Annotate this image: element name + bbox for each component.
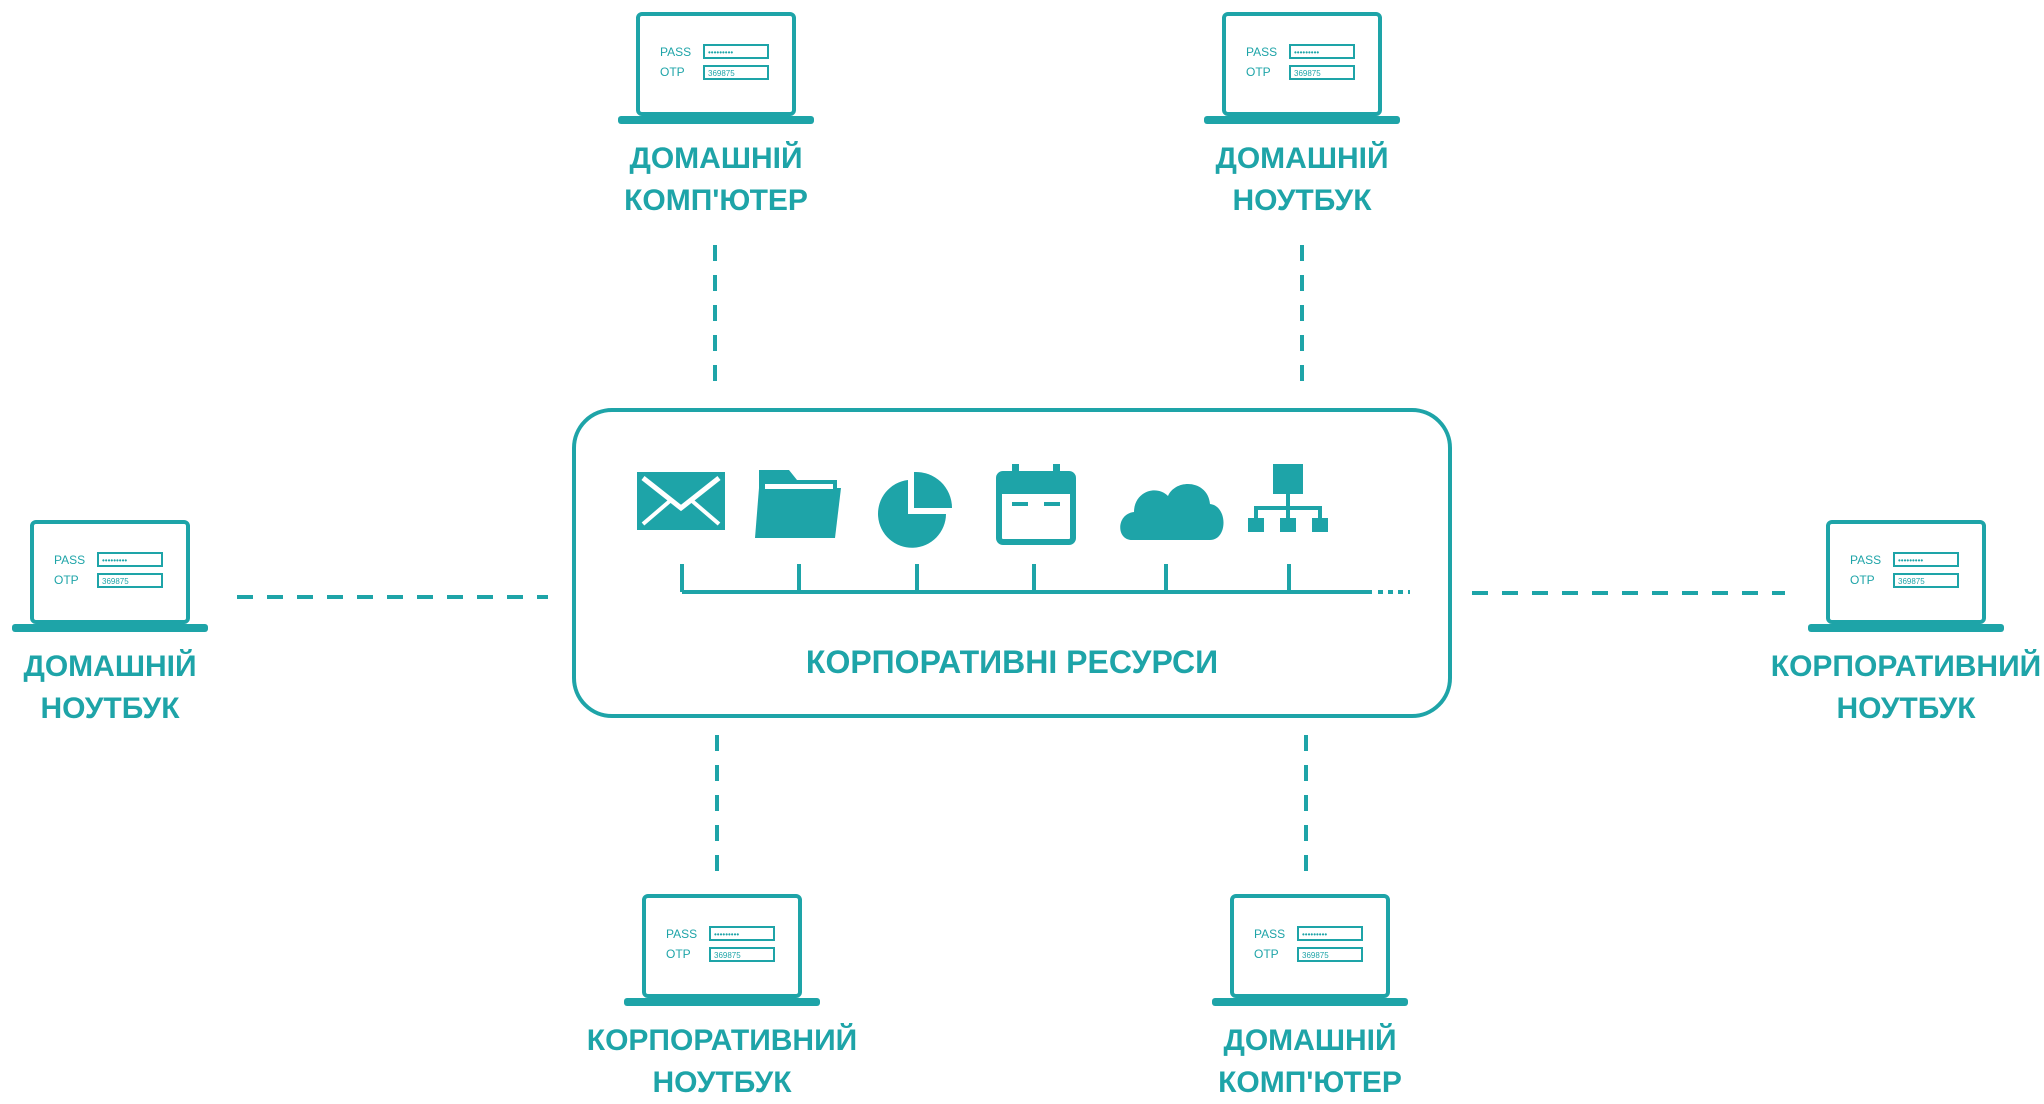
device-label: ДОМАШНІЙ НОУТБУК <box>23 650 197 725</box>
svg-text:OTP: OTP <box>1254 947 1279 961</box>
svg-text:369875: 369875 <box>1898 577 1925 586</box>
device-right: PASS OTP ••••••••• 369875 КОРПОРАТИВНИЙ … <box>1756 520 2044 730</box>
svg-text:•••••••••: ••••••••• <box>714 930 739 939</box>
svg-text:369875: 369875 <box>102 577 129 586</box>
resources-icon-row <box>637 464 1410 594</box>
mail-icon <box>637 472 725 530</box>
svg-text:PASS: PASS <box>1246 45 1277 59</box>
svg-text:PASS: PASS <box>1254 927 1285 941</box>
svg-text:PASS: PASS <box>1850 553 1881 567</box>
resources-timeline <box>680 564 1410 594</box>
folder-icon <box>755 470 841 538</box>
device-bottom-left: PASS OTP ••••••••• 369875 КОРПОРАТИВНИЙ … <box>572 894 872 1104</box>
svg-text:OTP: OTP <box>1246 65 1271 79</box>
corporate-resources-hub: КОРПОРАТИВНІ РЕСУРСИ <box>572 408 1452 718</box>
svg-text:369875: 369875 <box>1302 951 1329 960</box>
svg-text:369875: 369875 <box>708 69 735 78</box>
device-label: КОРПОРАТИВНИЙ НОУТБУК <box>586 1024 858 1099</box>
svg-text:OTP: OTP <box>666 947 691 961</box>
device-left: PASS OTP ••••••••• 369875 ДОМАШНІЙ НОУТБ… <box>0 520 260 730</box>
cloud-icon <box>1120 484 1224 540</box>
device-label: ДОМАШНІЙ НОУТБУК <box>1215 142 1389 217</box>
device-label: ДОМАШНІЙ КОМП'ЮТЕР <box>624 142 808 217</box>
svg-text:369875: 369875 <box>1294 69 1321 78</box>
svg-text:369875: 369875 <box>714 951 741 960</box>
svg-text:•••••••••: ••••••••• <box>1302 930 1327 939</box>
svg-text:PASS: PASS <box>666 927 697 941</box>
device-top-right: PASS OTP ••••••••• 369875 ДОМАШНІЙ НОУТБ… <box>1152 12 1452 222</box>
laptop-icon: PASS OTP ••••••••• 369875 <box>1808 520 2004 632</box>
device-bottom-right: PASS OTP ••••••••• 369875 ДОМАШНІЙ КОМП'… <box>1160 894 1460 1104</box>
svg-text:•••••••••: ••••••••• <box>1898 556 1923 565</box>
svg-text:•••••••••: ••••••••• <box>1294 48 1319 57</box>
network-hierarchy-icon <box>1248 464 1328 532</box>
laptop-icon: PASS OTP ••••••••• 369875 <box>624 894 820 1006</box>
calendar-icon <box>996 464 1076 545</box>
svg-text:•••••••••: ••••••••• <box>708 48 733 57</box>
svg-text:PASS: PASS <box>660 45 691 59</box>
svg-text:OTP: OTP <box>660 65 685 79</box>
svg-text:PASS: PASS <box>54 553 85 567</box>
svg-text:•••••••••: ••••••••• <box>102 556 127 565</box>
hub-title: КОРПОРАТИВНІ РЕСУРСИ <box>805 644 1219 680</box>
laptop-icon: PASS OTP ••••••••• 369875 <box>1212 894 1408 1006</box>
device-label: КОРПОРАТИВНИЙ НОУТБУК <box>1770 650 2042 725</box>
device-label: ДОМАШНІЙ КОМП'ЮТЕР <box>1218 1024 1402 1099</box>
laptop-icon: PASS OTP ••••••••• 369875 <box>1204 12 1400 124</box>
device-top-left: PASS OTP ••••••••• 369875 ДОМАШНІЙ КОМП'… <box>566 12 866 222</box>
svg-text:OTP: OTP <box>1850 573 1875 587</box>
laptop-icon: PASS OTP ••••••••• 369875 <box>618 12 814 124</box>
laptop-icon: PASS OTP ••••••••• 369875 <box>12 520 208 632</box>
svg-text:OTP: OTP <box>54 573 79 587</box>
pie-chart-icon <box>878 471 953 548</box>
